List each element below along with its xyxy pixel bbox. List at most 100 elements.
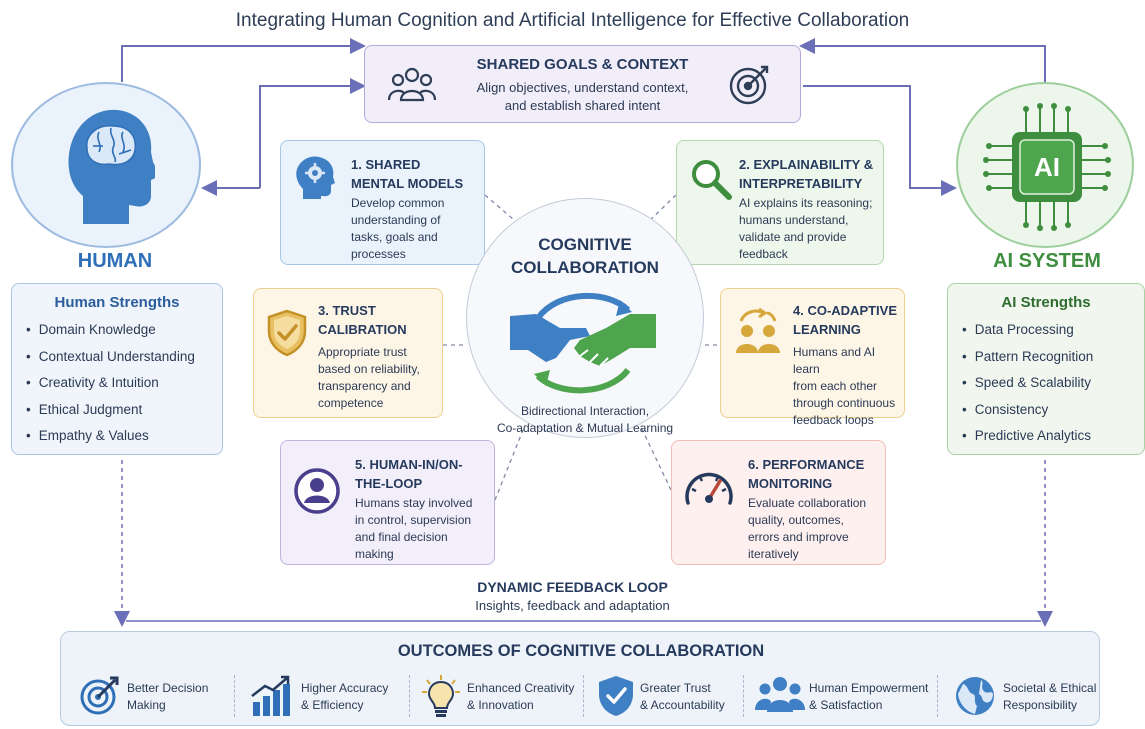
card-desc-line: tasks, goals and	[351, 230, 438, 244]
shared-goals-line: Align objectives, understand context,	[476, 80, 689, 95]
shared-goals-title: SHARED GOALS & CONTEXT	[476, 56, 689, 73]
card-desc-line: from each other	[793, 379, 878, 393]
card-title-line: 5. HUMAN-IN/ON-	[355, 457, 463, 472]
card-human-in-the-loop: 5. HUMAN-IN/ON- THE-LOOP Humans stay inv…	[280, 440, 495, 565]
card-desc-line: Appropriate trust	[318, 345, 407, 359]
human-strengths-box: Human Strengths Domain Knowledge Context…	[11, 283, 223, 455]
card-title-line: 1. SHARED	[351, 157, 421, 172]
card-title-line: CALIBRATION	[318, 322, 407, 337]
card-desc-line: understanding of	[351, 213, 441, 227]
outcome-label-line: Higher Accuracy	[301, 681, 389, 695]
outcome-separator	[583, 675, 584, 717]
people-group-icon	[387, 67, 437, 102]
human-circle	[11, 82, 201, 248]
card-desc-line: errors and improve	[748, 530, 849, 544]
center-title: COGNITIVE COLLABORATION	[466, 233, 704, 279]
card-title-line: MONITORING	[748, 476, 833, 491]
card-shared-mental-models: 1. SHARED MENTAL MODELS Develop common u…	[280, 140, 485, 265]
card-desc-line: making	[355, 547, 394, 561]
card-desc-line: and final decision	[355, 530, 448, 544]
card-desc-line: validate and provide	[739, 230, 847, 244]
outcome-separator	[937, 675, 938, 717]
shared-goals-line: and establish shared intent	[504, 98, 661, 113]
human-strength-item: Contextual Understanding	[26, 346, 208, 373]
outcome-label-line: Societal & Ethical	[1003, 681, 1097, 695]
cognitive-collaboration-circle	[466, 198, 704, 438]
magnifier-icon	[692, 160, 732, 200]
center-title-line: COLLABORATION	[511, 258, 659, 277]
human-strength-item: Empathy & Values	[26, 425, 208, 452]
outcomes-panel: OUTCOMES OF COGNITIVE COLLABORATION Bett…	[60, 631, 1100, 726]
outcome-label-line: & Efficiency	[301, 698, 364, 712]
card-title-line: THE-LOOP	[355, 476, 423, 491]
outcome-label-line: Enhanced Creativity	[467, 681, 575, 695]
outcome-label-line: Making	[127, 698, 166, 712]
card-performance-monitoring: 6. PERFORMANCE MONITORING Evaluate colla…	[671, 440, 886, 565]
bar-chart-icon	[251, 675, 290, 716]
human-strengths-title: Human Strengths	[54, 294, 180, 311]
card-desc-line: iteratively	[748, 547, 799, 561]
outcome-label-line: Better Decision	[127, 681, 209, 695]
people-cycle-icon	[736, 307, 780, 353]
outcome-label-line: Responsibility	[1003, 698, 1078, 712]
ai-strength-item: Speed & Scalability	[962, 372, 1130, 399]
card-desc-line: through continuous	[793, 396, 896, 410]
center-description: Bidirectional Interaction, Co-adaptation…	[466, 403, 704, 437]
center-title-line: COGNITIVE	[538, 235, 632, 254]
human-strength-item: Domain Knowledge	[26, 319, 208, 346]
card-title-line: 6. PERFORMANCE	[748, 457, 865, 472]
card-trust-calibration: 3. TRUST CALIBRATION Appropriate trust b…	[253, 288, 443, 418]
ai-strength-item: Pattern Recognition	[962, 346, 1130, 373]
card-desc-line: based on reliability,	[318, 362, 420, 376]
card-title-line: INTERPRETABILITY	[739, 176, 863, 191]
card-co-adaptive-learning: 4. CO-ADAPTIVE LEARNING Humans and AI le…	[720, 288, 905, 427]
target-icon	[729, 65, 769, 105]
user-circle-icon	[294, 468, 340, 514]
ai-title: AI SYSTEM	[993, 250, 1101, 272]
card-desc-line: AI explains its reasoning;	[739, 196, 873, 210]
ai-strength-item: Predictive Analytics	[962, 425, 1130, 452]
center-desc-line: Co-adaptation & Mutual Learning	[496, 421, 674, 435]
card-title-line: MENTAL MODELS	[351, 176, 464, 191]
card-desc-line: transparency and	[318, 379, 411, 393]
human-strength-item: Creativity & Intuition	[26, 372, 208, 399]
card-title-line: 3. TRUST	[318, 303, 376, 318]
people-group-icon	[755, 677, 805, 712]
human-head-brain-icon	[68, 109, 155, 224]
feedback-loop-subtitle: Insights, feedback and adaptation	[475, 598, 670, 613]
card-title-line: 2. EXPLAINABILITY &	[739, 157, 874, 172]
human-title: HUMAN	[77, 250, 153, 272]
gauge-icon	[685, 472, 733, 505]
shield-check-icon	[267, 309, 307, 357]
card-desc-line: Humans and AI learn	[793, 345, 876, 376]
card-desc-line: quality, outcomes,	[748, 513, 844, 527]
card-desc-line: Develop common	[351, 196, 445, 210]
card-title-line: 4. CO-ADAPTIVE	[793, 303, 898, 318]
lightbulb-icon	[422, 675, 460, 717]
ai-strength-item: Consistency	[962, 399, 1130, 426]
ai-strengths-title: AI Strengths	[1001, 294, 1091, 311]
outcomes-title: OUTCOMES OF COGNITIVE COLLABORATION	[397, 642, 765, 660]
outcome-label-line: Human Empowerment	[809, 681, 929, 695]
shared-goals-box: SHARED GOALS & CONTEXT Align objectives,…	[364, 45, 801, 123]
outcome-separator	[234, 675, 235, 717]
ai-strength-item: Data Processing	[962, 319, 1130, 346]
outcome-label-line: & Satisfaction	[809, 698, 883, 712]
card-desc-line: in control, supervision	[355, 513, 472, 527]
ai-chip-label: AI	[1034, 152, 1060, 182]
ai-strengths-box: AI Strengths Data Processing Pattern Rec…	[947, 283, 1145, 455]
card-explainability: 2. EXPLAINABILITY & INTERPRETABILITY AI …	[676, 140, 884, 265]
head-gear-icon	[296, 156, 335, 199]
card-desc-line: feedback loops	[793, 413, 874, 427]
card-title-line: LEARNING	[793, 322, 861, 337]
outcome-separator	[409, 675, 410, 717]
target-arrow-icon	[80, 676, 119, 715]
globe-icon	[956, 677, 994, 715]
handshake-icon	[510, 292, 656, 394]
human-strength-item: Ethical Judgment	[26, 399, 208, 426]
card-desc-line: humans understand,	[739, 213, 849, 227]
outcome-label-line: & Accountability	[640, 698, 725, 712]
center-desc-line: Bidirectional Interaction,	[520, 404, 650, 418]
card-desc-line: Humans stay involved	[355, 496, 473, 510]
card-desc-line: Evaluate collaboration	[748, 496, 867, 510]
